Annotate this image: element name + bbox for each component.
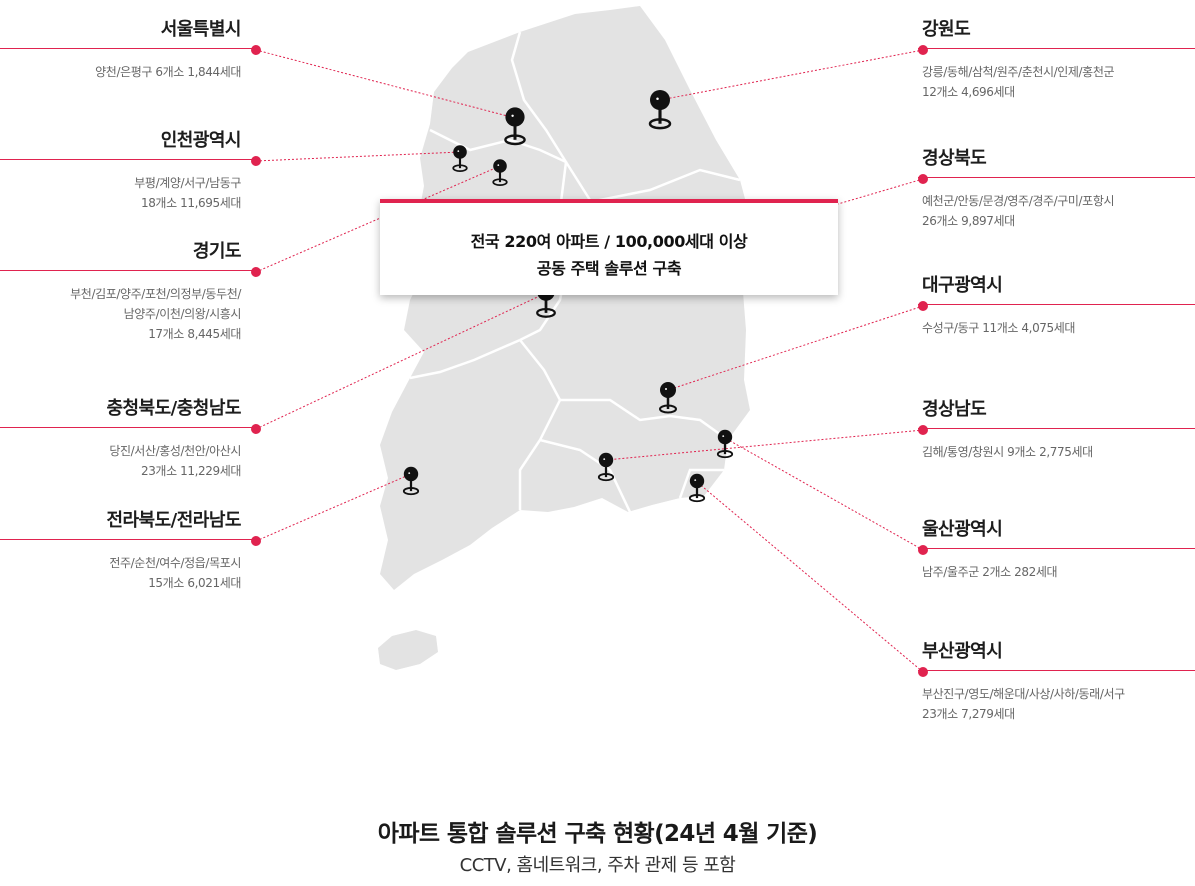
- region-underline: [918, 548, 1195, 549]
- region-name: 경상남도: [922, 399, 987, 420]
- label-dot-icon: [251, 45, 261, 55]
- region-description-line: 26개소 9,897세대: [922, 214, 1015, 228]
- label-dot-icon: [918, 301, 928, 311]
- label-dot-icon: [251, 424, 261, 434]
- label-dot-icon: [251, 156, 261, 166]
- map-pin-icon: [402, 466, 420, 496]
- region-description-line: 23개소 7,279세대: [922, 707, 1015, 721]
- region-name: 경기도: [192, 241, 242, 262]
- mainland-shape: [380, 6, 752, 590]
- label-dot-icon: [918, 174, 928, 184]
- region-description-line: 남주/울주군 2개소 282세대: [922, 565, 1058, 579]
- region-description: 부평/계양/서구/남동구 18개소 11,695세대: [0, 173, 255, 213]
- region-description: 전주/순천/여수/정읍/목포시 15개소 6,021세대: [0, 553, 255, 593]
- map-pin-icon: [452, 145, 468, 172]
- callout-line-1: 전국 220여 아파트 / 100,000세대 이상: [470, 232, 748, 251]
- region-name: 인천광역시: [160, 130, 242, 151]
- region-underline: [0, 48, 255, 49]
- label-dot-icon: [918, 667, 928, 677]
- region-description-line: 부천/김포/양주/포천/의정부/동두천/: [70, 287, 241, 301]
- region-description: 부천/김포/양주/포천/의정부/동두천/남양주/이천/의왕/시흥시 17개소 8,…: [0, 284, 255, 344]
- region-description-line: 남양주/이천/의왕/시흥시: [123, 307, 242, 321]
- map-pin-icon: [492, 159, 508, 186]
- region-description-line: 부산진구/영도/해운대/사상/사하/동래/서구: [922, 687, 1125, 701]
- region-description-line: 강릉/동해/삼척/원주/춘천시/인제/홍천군: [922, 65, 1115, 79]
- region-description-line: 예천군/안동/문경/영주/경주/구미/포항시: [922, 194, 1115, 208]
- map-pin-icon: [688, 473, 706, 503]
- region-underline: [0, 539, 255, 540]
- region-description-line: 12개소 4,696세대: [922, 85, 1015, 99]
- region-name: 충청북도/충청남도: [106, 398, 241, 419]
- label-dot-icon: [918, 545, 928, 555]
- region-description-line: 양천/은평구 6개소 1,844세대: [95, 65, 241, 79]
- region-description: 남주/울주군 2개소 282세대: [918, 562, 1195, 582]
- summary-callout: 전국 220여 아파트 / 100,000세대 이상 공동 주택 솔루션 구축: [380, 199, 838, 295]
- island-shape: [378, 630, 438, 670]
- footer-subtitle: CCTV, 홈네트워크, 주차 관제 등 포함: [459, 855, 736, 876]
- callout-line-2: 공동 주택 솔루션 구축: [536, 259, 682, 278]
- region-description-line: 수성구/동구 11개소 4,075세대: [922, 321, 1076, 335]
- region-description-line: 15개소 6,021세대: [148, 576, 241, 590]
- connector-lines: [255, 49, 924, 673]
- region-underline: [0, 159, 255, 160]
- pin-group: [402, 90, 734, 503]
- region-underline: [918, 48, 1195, 49]
- footer-title: 아파트 통합 솔루션 구축 현황(24년 4월 기준): [377, 821, 818, 847]
- region-name: 경상북도: [922, 148, 987, 169]
- map-pin-icon: [648, 90, 672, 130]
- region-name: 울산광역시: [922, 519, 1003, 540]
- region-description-line: 23개소 11,229세대: [140, 464, 241, 478]
- region-underline: [918, 177, 1195, 178]
- region-name: 전라북도/전라남도: [106, 510, 241, 531]
- region-description-line: 전주/순천/여수/정읍/목포시: [109, 556, 241, 570]
- map-pin-icon: [597, 452, 615, 482]
- region-name: 부산광역시: [922, 641, 1003, 662]
- region-description-line: 당진/서산/홍성/천안/아산시: [109, 444, 241, 458]
- region-description: 당진/서산/홍성/천안/아산시 23개소 11,229세대: [0, 441, 255, 481]
- region-underline: [918, 670, 1195, 671]
- region-name: 대구광역시: [922, 275, 1003, 296]
- region-description: 예천군/안동/문경/영주/경주/구미/포항시 26개소 9,897세대: [918, 191, 1195, 231]
- region-description: 부산진구/영도/해운대/사상/사하/동래/서구 23개소 7,279세대: [918, 684, 1195, 724]
- region-description: 김해/통영/창원시 9개소 2,775세대: [918, 442, 1195, 462]
- footer: 아파트 통합 솔루션 구축 현황(24년 4월 기준) CCTV, 홈네트워크,…: [0, 817, 1195, 881]
- region-underline: [0, 427, 255, 428]
- label-dot-icon: [251, 267, 261, 277]
- map-pin-icon: [504, 107, 526, 146]
- map-pin-icon: [716, 429, 734, 459]
- label-dot-icon: [918, 45, 928, 55]
- map-pin-icon: [659, 382, 677, 414]
- region-description-line: 17개소 8,445세대: [148, 327, 241, 341]
- region-name: 서울특별시: [160, 19, 242, 40]
- label-dot-icon: [918, 425, 928, 435]
- region-description: 강릉/동해/삼척/원주/춘천시/인제/홍천군 12개소 4,696세대: [918, 62, 1195, 102]
- region-description-line: 부평/계양/서구/남동구: [134, 176, 241, 190]
- region-description-line: 18개소 11,695세대: [140, 196, 241, 210]
- region-underline: [0, 270, 255, 271]
- region-name: 강원도: [922, 19, 971, 40]
- region-description-line: 김해/통영/창원시 9개소 2,775세대: [922, 445, 1093, 459]
- region-description: 수성구/동구 11개소 4,075세대: [918, 318, 1195, 338]
- region-underline: [918, 428, 1195, 429]
- region-underline: [918, 304, 1195, 305]
- region-description: 양천/은평구 6개소 1,844세대: [0, 62, 255, 82]
- label-dot-icon: [251, 536, 261, 546]
